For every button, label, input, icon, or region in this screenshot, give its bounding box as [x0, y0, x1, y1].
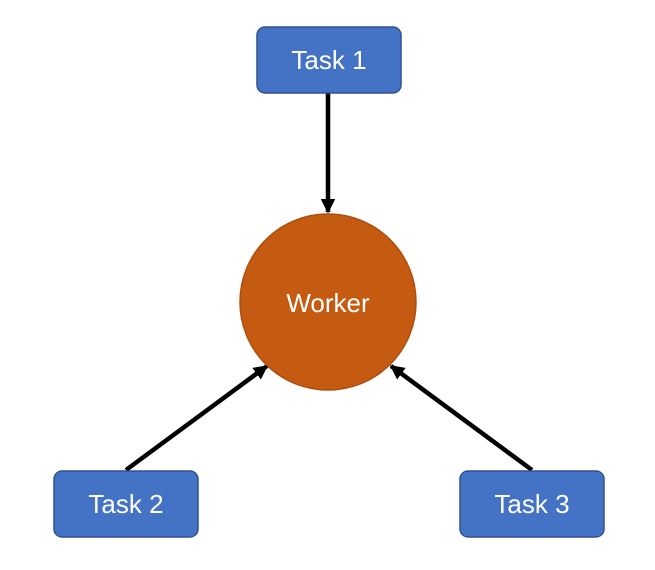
worker-label: Worker [286, 288, 370, 318]
task3-node: Task 3 [459, 470, 605, 538]
task1-label: Task 1 [291, 45, 366, 75]
worker-circle [239, 213, 417, 391]
task1-box [256, 26, 402, 94]
task1-node: Task 1 [256, 26, 402, 94]
worker-node: Worker [239, 213, 417, 391]
task2-node: Task 2 [53, 470, 199, 538]
task2-box [53, 470, 199, 538]
edge-task2-to-worker [124, 364, 269, 472]
edge-task3-to-worker [389, 364, 534, 472]
task3-label: Task 3 [494, 489, 569, 519]
task3-box [459, 470, 605, 538]
task2-label: Task 2 [88, 489, 163, 519]
